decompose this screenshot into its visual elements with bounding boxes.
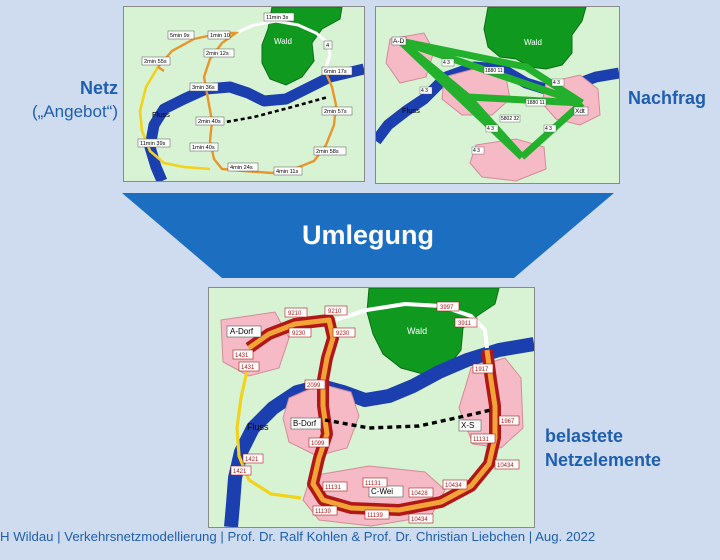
svg-text:4min 24s: 4min 24s: [230, 165, 253, 171]
svg-text:2099: 2099: [307, 383, 321, 389]
forest-label: Wald: [407, 326, 427, 336]
svg-text:3997: 3997: [440, 305, 454, 311]
svg-text:1880 11: 1880 11: [485, 68, 503, 74]
dashed-link: [219, 95, 329, 125]
svg-text:4 3: 4 3: [443, 60, 450, 66]
svg-text:1min 10: 1min 10: [210, 33, 230, 39]
svg-text:1min 40s: 1min 40s: [192, 145, 215, 151]
svg-text:1421: 1421: [245, 457, 259, 463]
loaded-network-panel: Wald Fluss A-Dorf B-Dorf X-S C-Wei 9210 …: [208, 287, 535, 528]
svg-text:Xdt: Xdt: [575, 108, 585, 115]
funnel-label: Umlegung: [302, 220, 434, 250]
svg-text:4 3: 4 3: [473, 148, 480, 154]
svg-text:1099: 1099: [311, 441, 325, 447]
svg-text:9210: 9210: [328, 309, 342, 315]
svg-text:3min 36s: 3min 36s: [192, 85, 215, 91]
svg-text:X-S: X-S: [461, 421, 474, 430]
loaded-links: [245, 314, 501, 516]
svg-text:3911: 3911: [458, 321, 472, 327]
svg-text:9230: 9230: [292, 331, 306, 337]
river-label: Fluss: [152, 110, 170, 119]
svg-text:2min 57s: 2min 57s: [324, 109, 347, 115]
demand-flows: [397, 37, 585, 160]
svg-text:11131: 11131: [365, 481, 381, 487]
demand-panel: Wald Fluss A-D Xdt 1880 11 1880 11 5802 …: [375, 6, 620, 184]
svg-text:1431: 1431: [241, 365, 255, 371]
svg-text:5min 9s: 5min 9s: [170, 33, 190, 39]
svg-text:4 3: 4 3: [487, 126, 494, 132]
svg-text:2min 58s: 2min 58s: [316, 149, 339, 155]
svg-text:11139: 11139: [367, 513, 383, 519]
netz-label: Netz („Angebot“): [0, 77, 118, 123]
svg-text:11139: 11139: [315, 509, 331, 515]
svg-text:10434: 10434: [497, 463, 514, 469]
forest-label: Wald: [524, 38, 542, 47]
svg-text:A-Dorf: A-Dorf: [230, 327, 254, 336]
svg-text:2min 40s: 2min 40s: [198, 119, 221, 125]
svg-text:4 3: 4 3: [553, 80, 560, 86]
netz-label-line2: („Angebot“): [32, 102, 118, 121]
nachfrage-label: Nachfrag: [628, 88, 707, 108]
yellow-link: [235, 361, 302, 500]
result-label: belastete Netzelemente: [545, 424, 661, 472]
load-labels: 9210 9210 9230 9230 3997 3911 1431 1431 …: [230, 301, 520, 524]
svg-text:2min 55s: 2min 55s: [144, 59, 167, 65]
svg-text:2min 12s: 2min 12s: [206, 51, 229, 57]
flow-labels: 1880 11 1880 11 5802 32 4 3 4 3 4 3 4 3 …: [419, 58, 565, 155]
network-panel: Wald Fluss 11min 3s 5min 9s 2min 12s 2mi…: [123, 6, 365, 182]
result-label-line1: belastete: [545, 426, 624, 446]
network-map: Wald Fluss 11min 3s 5min 9s 2min 12s 2mi…: [137, 7, 364, 181]
svg-text:4 3: 4 3: [421, 88, 428, 94]
forest-area: [261, 7, 343, 86]
svg-text:11min 3s: 11min 3s: [266, 15, 288, 21]
svg-text:10428: 10428: [411, 491, 428, 497]
forest-label: Wald: [274, 37, 292, 46]
forest-area: [483, 7, 587, 70]
svg-text:11131: 11131: [473, 437, 489, 443]
svg-text:10434: 10434: [445, 483, 462, 489]
svg-text:9210: 9210: [288, 311, 302, 317]
svg-text:A-D: A-D: [393, 38, 405, 45]
dashed-link: [324, 408, 492, 430]
svg-text:4: 4: [326, 43, 329, 49]
svg-text:4 3: 4 3: [545, 126, 552, 132]
svg-text:5802 32: 5802 32: [501, 116, 519, 122]
result-label-line2: Netzelemente: [545, 450, 662, 470]
svg-text:1917: 1917: [475, 367, 489, 373]
netz-label-line1: Netz: [79, 78, 118, 98]
river-label: Fluss: [247, 422, 269, 432]
svg-text:11min 39s: 11min 39s: [140, 141, 166, 147]
svg-text:1880 11: 1880 11: [527, 100, 545, 106]
svg-text:6min 17s: 6min 17s: [324, 69, 347, 75]
white-link: [235, 19, 332, 68]
link-labels: 11min 3s 5min 9s 2min 12s 2min 55s 6min …: [137, 12, 353, 176]
svg-text:1421: 1421: [233, 469, 247, 475]
zone-labels: A-D Xdt: [391, 36, 589, 116]
river-label: Fluss: [402, 106, 420, 115]
footer: H Wildau | Verkehrsnetzmodellierung | Pr…: [0, 529, 596, 544]
svg-text:10434: 10434: [411, 517, 428, 523]
loaded-network-map: Wald Fluss A-Dorf B-Dorf X-S C-Wei 9210 …: [220, 288, 534, 527]
zone-labels: A-Dorf B-Dorf X-S C-Wei: [226, 325, 482, 498]
svg-text:1967: 1967: [501, 419, 515, 425]
svg-text:C-Wei: C-Wei: [371, 487, 393, 496]
svg-text:4min 11s: 4min 11s: [276, 169, 298, 175]
svg-text:11131: 11131: [325, 485, 341, 491]
demand-map: Wald Fluss A-D Xdt 1880 11 1880 11 5802 …: [376, 7, 619, 182]
svg-text:B-Dorf: B-Dorf: [293, 419, 317, 428]
svg-text:9230: 9230: [336, 331, 350, 337]
svg-text:1431: 1431: [235, 353, 249, 359]
